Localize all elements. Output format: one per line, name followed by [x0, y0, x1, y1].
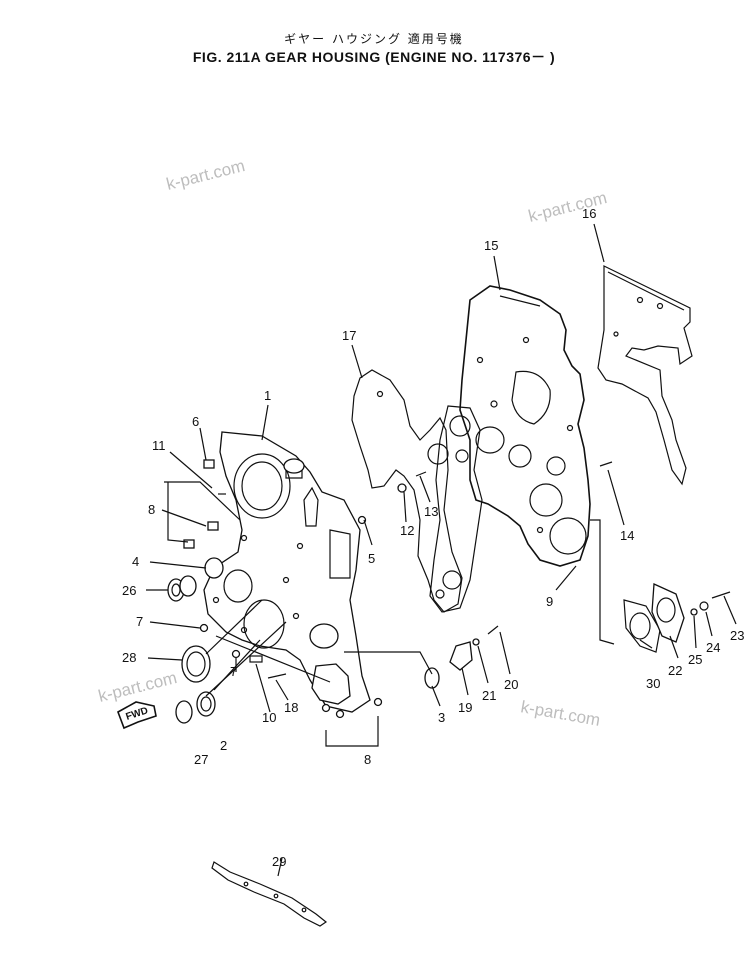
part-label-24: 24 [706, 640, 720, 655]
part-label-9: 9 [546, 594, 553, 609]
part-label-26: 26 [122, 583, 136, 598]
gasket-part-16 [597, 265, 693, 486]
title-english: FIG. 211A GEAR HOUSING (ENGINE NO. 11737… [192, 49, 556, 65]
part-label-21: 21 [482, 688, 496, 703]
part-label-4: 4 [132, 554, 139, 569]
plate-part-9 [429, 405, 483, 613]
cover-part-15 [459, 285, 591, 567]
part-label-20: 20 [504, 677, 518, 692]
part-label-25: 25 [688, 652, 702, 667]
part-label-7a: 7 [136, 614, 143, 629]
part-label-30: 30 [646, 676, 660, 691]
part-label-6: 6 [192, 414, 199, 429]
part-label-14: 14 [620, 528, 634, 543]
part-label-5: 5 [368, 551, 375, 566]
part-label-7b: 7 [230, 664, 237, 679]
part-label-3: 3 [438, 710, 445, 725]
part-label-11: 11 [152, 438, 166, 453]
watermark-3: k-part.com [96, 668, 179, 706]
small-parts [167, 459, 731, 724]
part-label-27: 27 [194, 752, 208, 767]
part-label-22: 22 [668, 663, 682, 678]
title-japanese: ギヤー ハウジング 適用号機 [284, 32, 464, 46]
watermark-4: k-part.com [519, 697, 601, 730]
part-number-labels: 1 2 3 4 5 6 7 7 8 8 9 10 11 12 13 14 15 … [122, 206, 744, 869]
leader-lines [146, 223, 737, 877]
part-label-28: 28 [122, 650, 136, 665]
strip-part-29 [211, 861, 328, 927]
part-label-17: 17 [342, 328, 356, 343]
part-label-2: 2 [220, 738, 227, 753]
part-label-1: 1 [264, 388, 271, 403]
seal-plates-parts-30-22 [623, 583, 685, 653]
part-label-19: 19 [458, 700, 472, 715]
part-label-8b: 8 [364, 752, 371, 767]
part-label-10: 10 [262, 710, 276, 725]
part-label-29: 29 [272, 854, 286, 869]
watermark-1: k-part.com [164, 156, 247, 194]
housing-part-1 [203, 431, 371, 713]
part-label-15: 15 [484, 238, 498, 253]
part-label-16: 16 [582, 206, 596, 221]
part-label-18: 18 [284, 700, 298, 715]
part-label-8a: 8 [148, 502, 155, 517]
watermark-2: k-part.com [526, 188, 609, 226]
part-label-13: 13 [424, 504, 438, 519]
part-label-12: 12 [400, 523, 414, 538]
gasket-part-17 [351, 369, 463, 613]
part-label-23: 23 [730, 628, 744, 643]
fwd-arrow-icon: FWD [117, 701, 157, 730]
